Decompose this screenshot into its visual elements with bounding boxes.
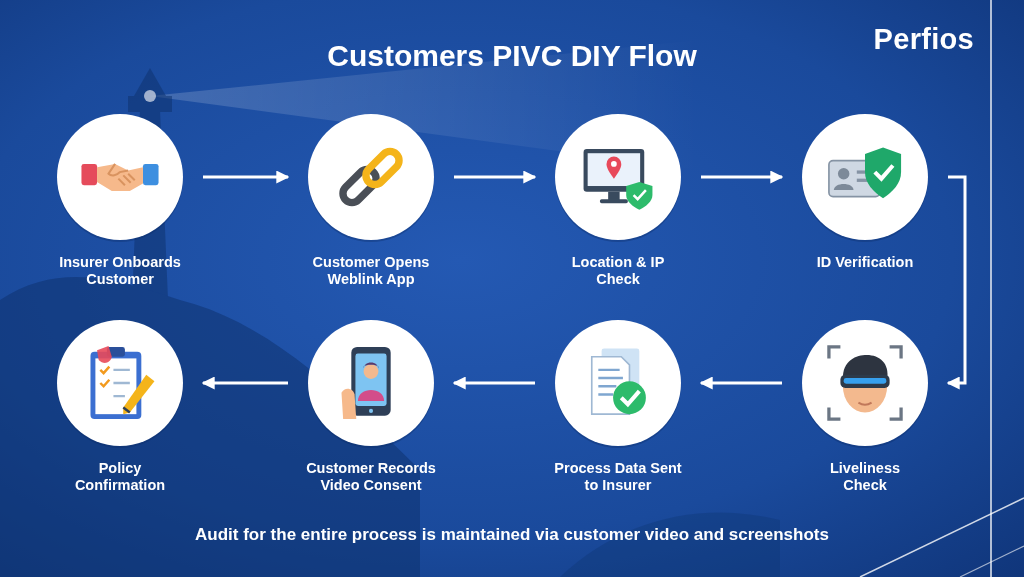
flow-arrow: [701, 176, 782, 179]
circle-fill: [308, 320, 434, 446]
step-label: Liveliness Check: [818, 460, 913, 493]
flow-step-circle: Customer Records Video Consent: [306, 318, 436, 448]
step-label: Location & IP Check: [561, 254, 676, 287]
circle-fill: [57, 114, 183, 240]
step-label: Process Data Sent to Insurer: [551, 460, 686, 493]
step-icon: [829, 347, 901, 419]
step-label: Customer Records Video Consent: [289, 460, 454, 493]
flow-step-circle: Location & IP Check: [553, 112, 683, 242]
circle-fill: [555, 114, 681, 240]
step-label: Policy Confirmation: [65, 460, 175, 493]
circle-fill: [802, 320, 928, 446]
flow-arrow: [701, 382, 782, 385]
step-circle-shape: [306, 318, 436, 448]
step-circle-shape: [553, 318, 683, 448]
step-icon: [339, 148, 403, 207]
flow-step-circle: Policy Confirmation: [55, 318, 185, 448]
flow-step-circle: Customer Opens Weblink App: [306, 112, 436, 242]
step-label: Customer Opens Weblink App: [291, 254, 451, 287]
circle-fill: [802, 114, 928, 240]
step-circle-shape: [55, 112, 185, 242]
flow-step-circle: Insurer Onboards Customer: [55, 112, 185, 242]
flow-arrow: [948, 177, 965, 383]
step-label: ID Verification: [785, 254, 945, 271]
brand-logo: Perfios: [874, 22, 974, 56]
step-icon: [90, 346, 154, 419]
step-icon: [81, 164, 158, 191]
step-circle-shape: [800, 318, 930, 448]
diagram-caption: Audit for the entire process is maintain…: [20, 524, 1004, 546]
step-icon: [584, 149, 653, 210]
flow-arrow: [203, 382, 288, 385]
flow-step-circle: Liveliness Check: [800, 318, 930, 448]
step-circle-shape: [55, 318, 185, 448]
step-icon: [341, 347, 390, 419]
step-icon: [829, 147, 901, 198]
flow-arrow: [454, 176, 535, 179]
step-circle-shape: [306, 112, 436, 242]
step-circle-shape: [800, 112, 930, 242]
circle-fill: [57, 320, 183, 446]
flow-arrow: [454, 382, 535, 385]
diagram-title: Customers PIVC DIY Flow: [0, 38, 1024, 74]
flow-step-circle: ID Verification: [800, 112, 930, 242]
flow-arrow: [203, 176, 288, 179]
step-circle-shape: [553, 112, 683, 242]
flow-step-circle: Process Data Sent to Insurer: [553, 318, 683, 448]
circle-fill: [308, 114, 434, 240]
step-icon: [592, 349, 646, 415]
step-label: Insurer Onboards Customer: [40, 254, 200, 287]
circle-fill: [555, 320, 681, 446]
